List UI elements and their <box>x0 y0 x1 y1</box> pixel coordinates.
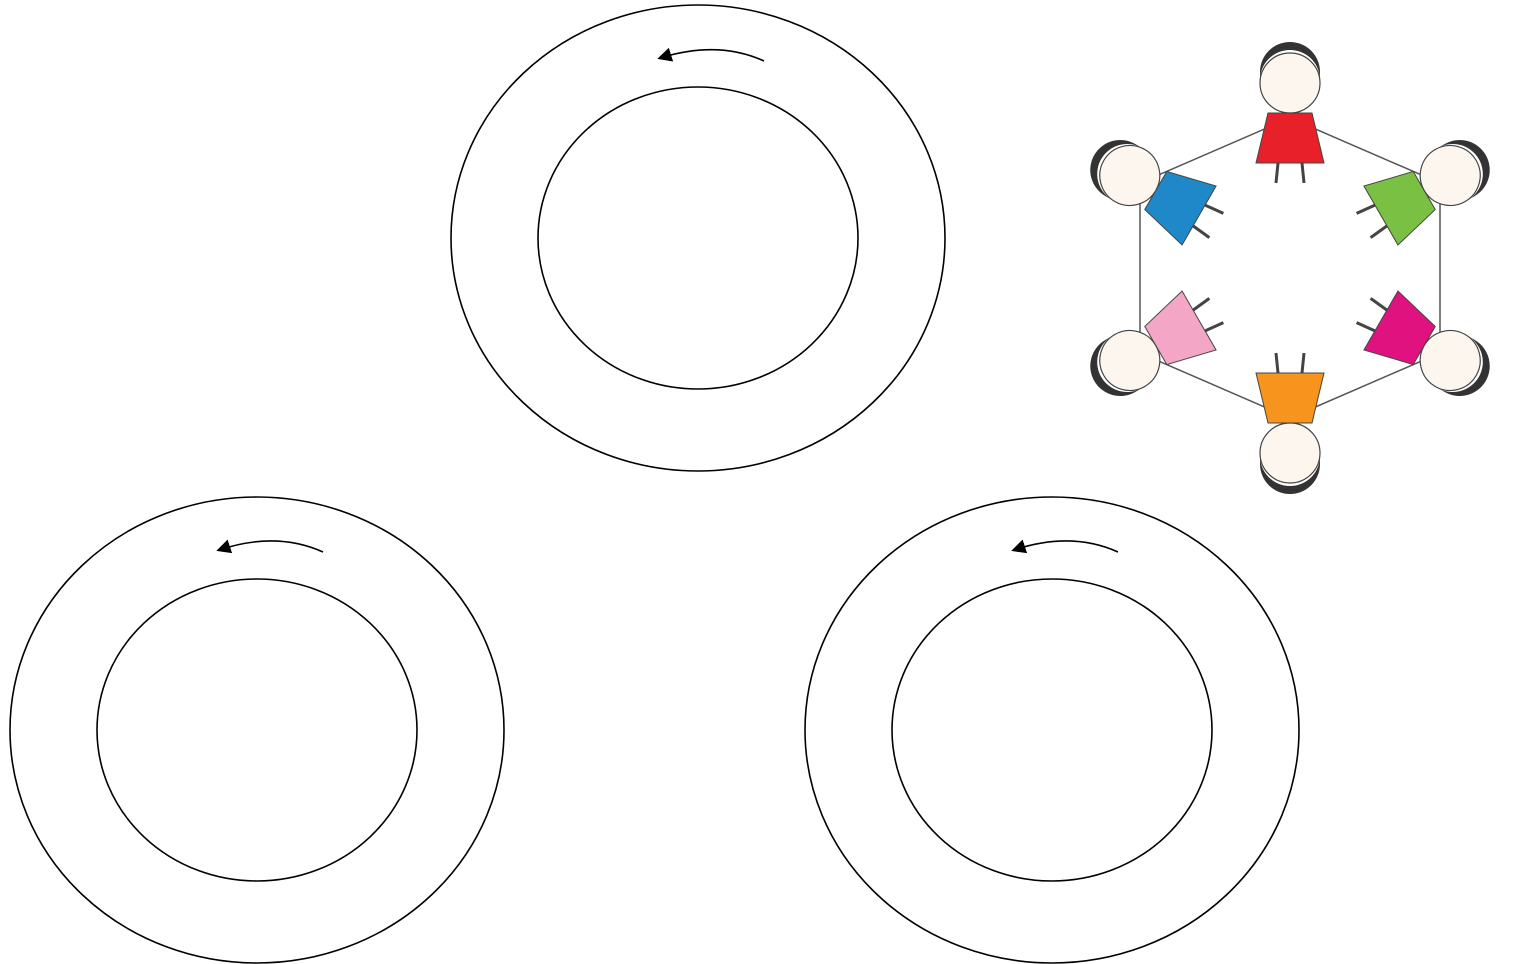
outer-circle <box>451 5 945 471</box>
child-legs <box>1276 163 1304 183</box>
child-head <box>1260 53 1320 113</box>
child-figure-top <box>1256 42 1324 183</box>
inner-circle <box>538 87 858 389</box>
child-figure-upper-right <box>1347 126 1503 255</box>
child-figure-bottom <box>1256 353 1324 494</box>
child-head <box>1260 423 1320 483</box>
ring-bottom-left <box>10 497 504 963</box>
children-holding-hands-circle-icon <box>1077 42 1502 494</box>
child-figure-lower-left <box>1077 281 1233 410</box>
ring-top-center <box>451 5 945 471</box>
child-figure-upper-left <box>1077 126 1233 255</box>
child-shirt <box>1256 113 1324 163</box>
inner-circle <box>97 579 417 881</box>
child-shirt <box>1256 373 1324 423</box>
outer-circle <box>10 497 504 963</box>
rotation-arrow-icon <box>219 541 323 552</box>
ring-bottom-right <box>805 497 1299 963</box>
rotation-arrow-icon <box>660 50 764 61</box>
child-legs <box>1276 353 1304 373</box>
rotation-arrow-icon <box>1014 541 1118 552</box>
inner-circle <box>892 579 1212 881</box>
child-figure-lower-right <box>1347 281 1503 410</box>
outer-circle <box>805 497 1299 963</box>
